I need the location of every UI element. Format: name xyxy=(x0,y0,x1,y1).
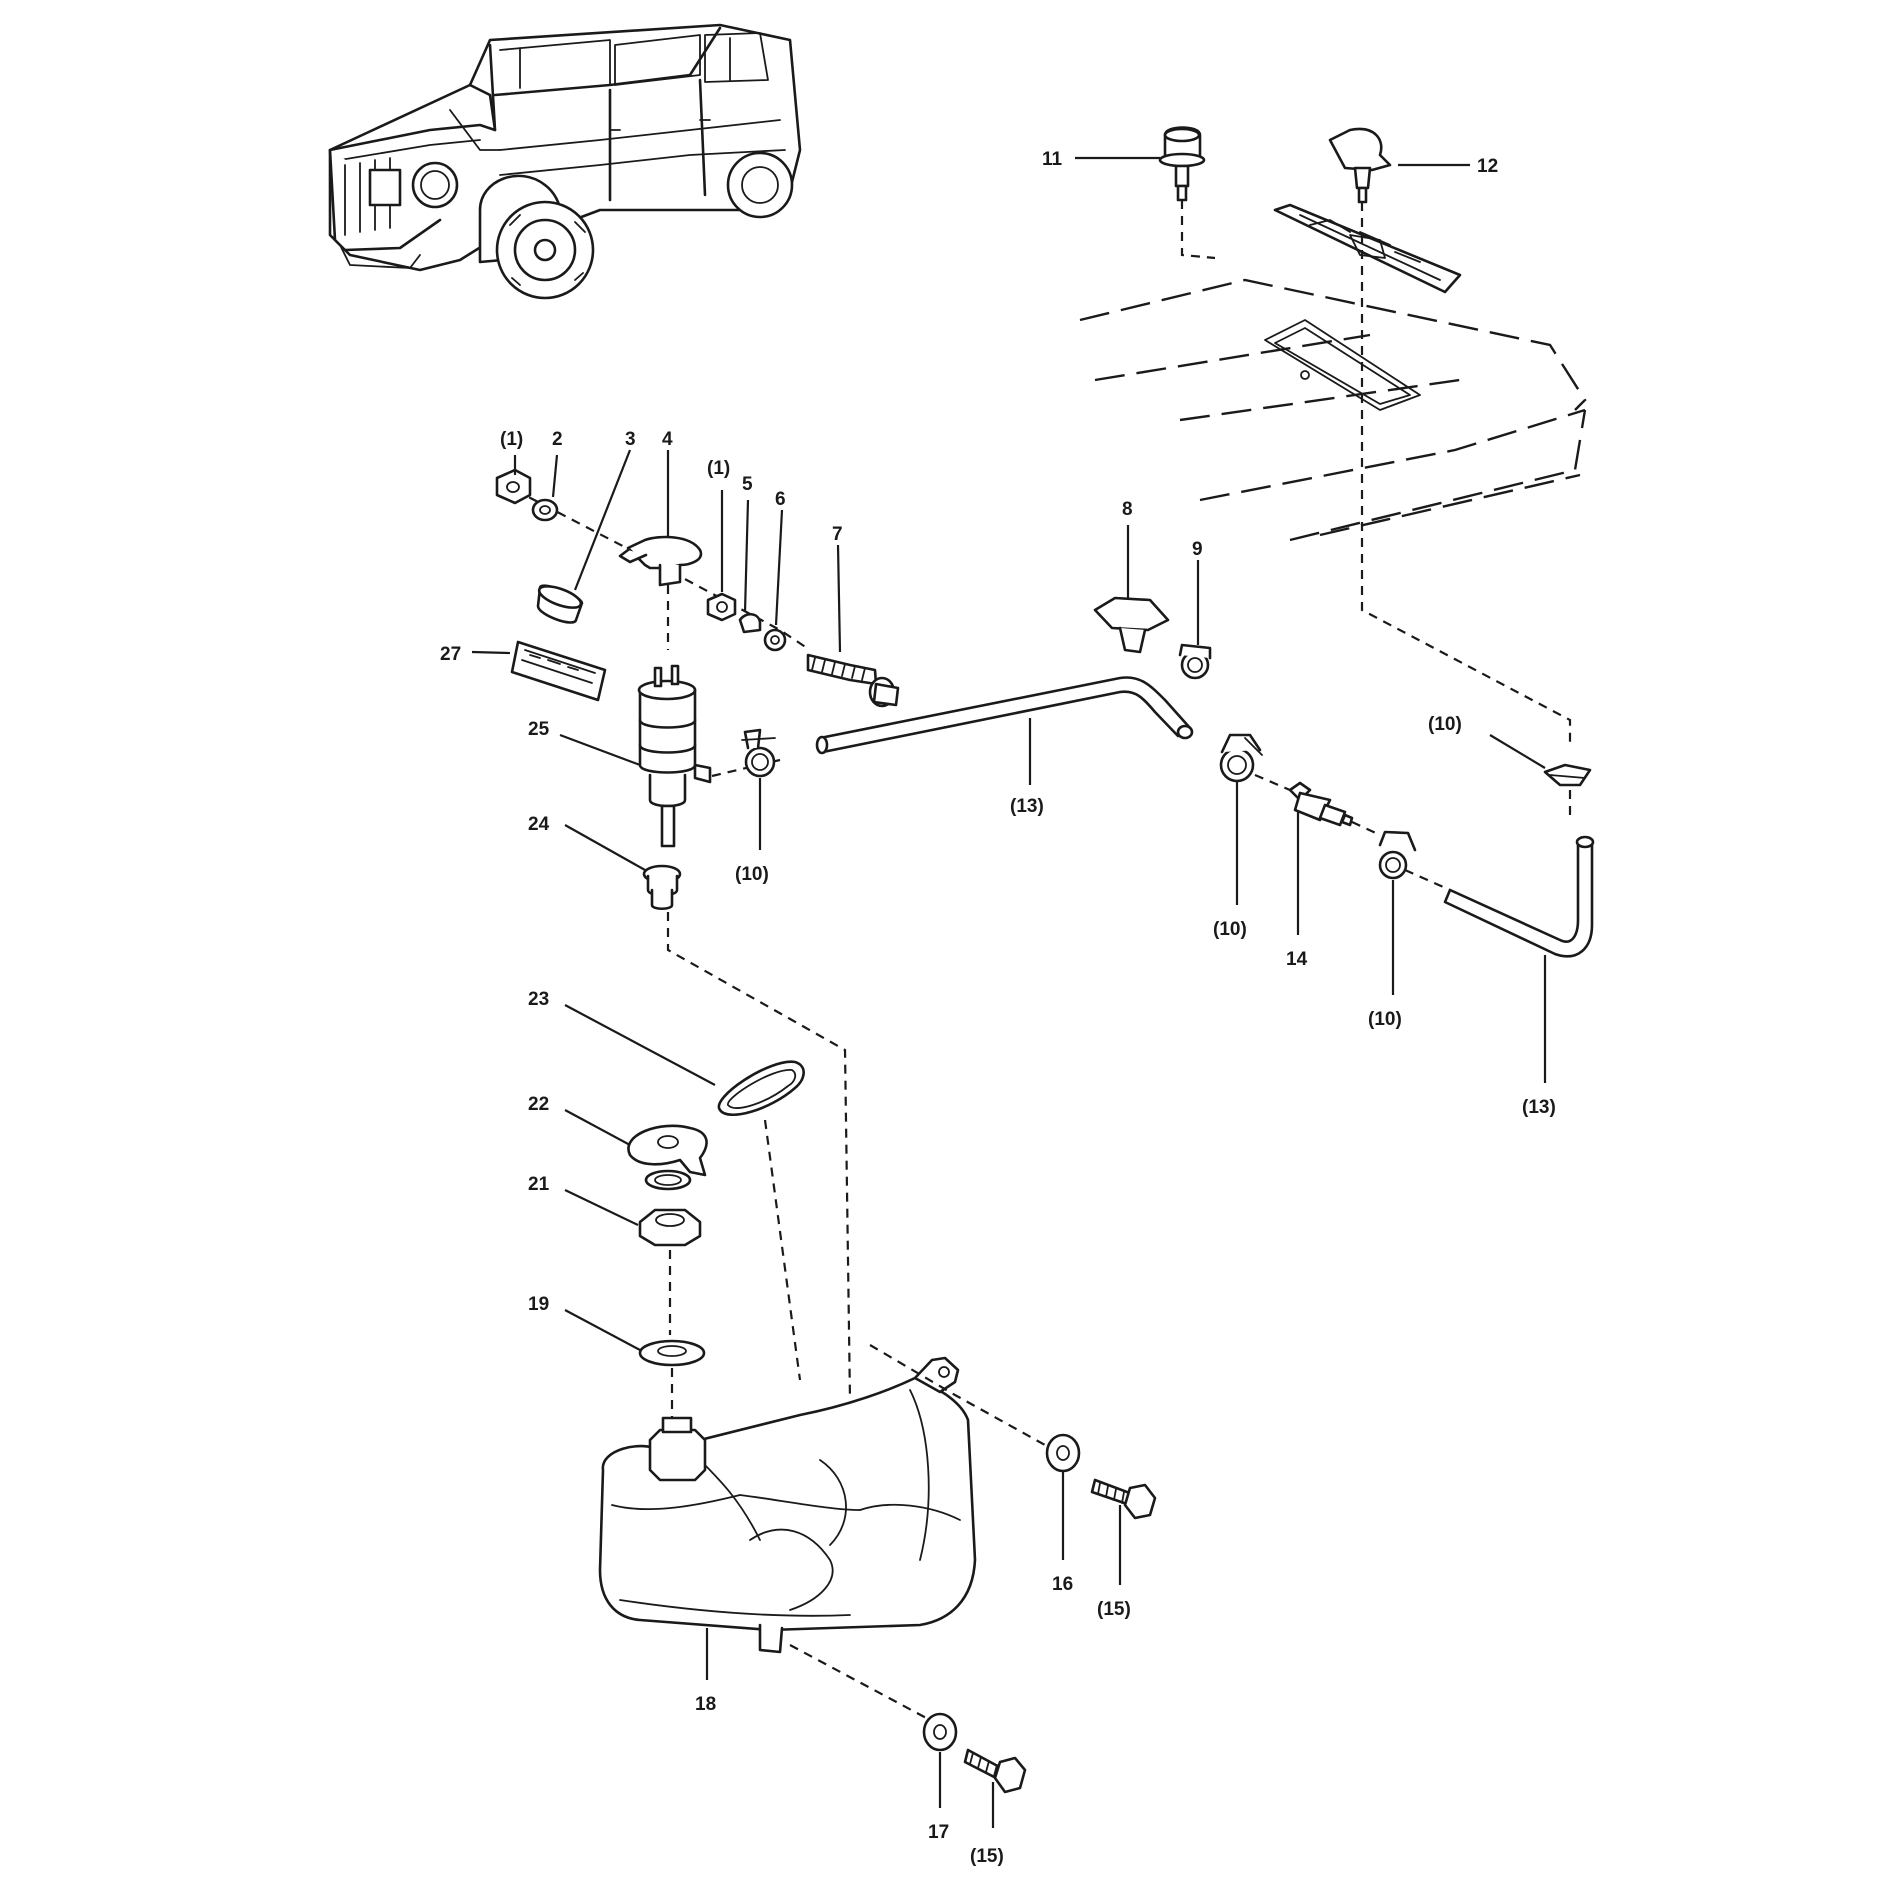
bolt-15-lower xyxy=(963,1748,1027,1794)
hose-clamp-10d xyxy=(1543,763,1592,815)
callout-1a: (1) xyxy=(500,429,523,450)
callout-24: 24 xyxy=(528,814,550,835)
callout-10a: (10) xyxy=(735,864,769,885)
callout-2: 2 xyxy=(552,429,563,450)
callout-9: 9 xyxy=(1192,539,1203,560)
callout-8: 8 xyxy=(1122,499,1133,520)
callout-6: 6 xyxy=(775,489,786,510)
washer-17 xyxy=(922,1712,958,1752)
callout-10b: (10) xyxy=(1213,919,1247,940)
callout-16: 16 xyxy=(1052,1574,1073,1595)
callout-21: 21 xyxy=(528,1174,550,1195)
callout-23: 23 xyxy=(528,989,549,1010)
callout-5: 5 xyxy=(742,474,753,495)
hose-clamp-10c xyxy=(1378,830,1451,892)
upper-hardware xyxy=(495,468,900,708)
callout-12: 12 xyxy=(1477,156,1498,177)
nut-21 xyxy=(638,1208,702,1335)
leader-lines xyxy=(471,156,1547,1828)
callout-14: 14 xyxy=(1286,949,1308,970)
callout-13b: (13) xyxy=(1522,1097,1556,1118)
hood-outline xyxy=(1079,203,1587,542)
callout-27: 27 xyxy=(440,644,461,665)
callout-17: 17 xyxy=(928,1822,949,1843)
callout-10c: (10) xyxy=(1368,1009,1402,1030)
washer-19 xyxy=(638,1339,706,1420)
callout-15b: (15) xyxy=(970,1846,1004,1867)
seal-ring-23 xyxy=(717,1060,805,1381)
bracket-22 xyxy=(627,1124,708,1191)
vehicle-illustration xyxy=(328,23,802,300)
check-valve-14 xyxy=(1288,781,1381,836)
label-strip-27 xyxy=(510,640,607,702)
callout-1b: (1) xyxy=(707,458,730,479)
callout-15a: (15) xyxy=(1097,1599,1131,1620)
hose-13-bent xyxy=(1443,835,1595,958)
callout-22: 22 xyxy=(528,1094,549,1115)
callout-7: 7 xyxy=(832,524,843,545)
hose-clamp-10a xyxy=(741,728,776,778)
callout-10d: (10) xyxy=(1428,714,1462,735)
bracket-8 xyxy=(1093,596,1170,654)
callout-4: 4 xyxy=(662,429,673,450)
callout-labels: (1) 2 3 4 (1) 5 6 7 8 9 11 12 27 25 24 (… xyxy=(440,149,1556,1867)
grommet-24 xyxy=(642,864,852,1401)
callout-3: 3 xyxy=(625,429,636,450)
hose-clamp-10b xyxy=(1219,733,1291,792)
washer-nozzle-11 xyxy=(1158,126,1216,260)
clip-9 xyxy=(1178,643,1212,680)
bolt-15-upper xyxy=(1090,1478,1157,1520)
callout-13a: (13) xyxy=(1010,796,1044,817)
washer-reservoir-18 xyxy=(598,1344,1046,1721)
callout-25: 25 xyxy=(528,719,550,740)
callout-18: 18 xyxy=(695,1694,716,1715)
washer-nozzle-12 xyxy=(1328,127,1572,745)
callout-11: 11 xyxy=(1042,149,1063,170)
hose-13-main xyxy=(815,676,1194,755)
callout-19: 19 xyxy=(528,1294,549,1315)
washer-16 xyxy=(1045,1433,1081,1473)
